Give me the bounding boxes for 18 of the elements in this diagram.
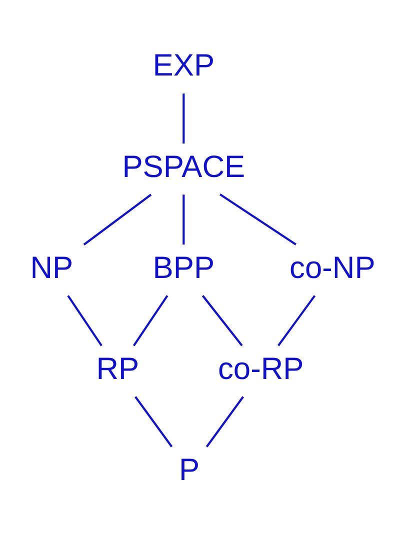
node-text: EXP: [152, 47, 215, 82]
connector: [182, 93, 185, 144]
node-text: RP: [96, 350, 140, 386]
connector: [182, 194, 185, 244]
connector: [134, 396, 173, 447]
connector: [83, 193, 152, 245]
node-text: co-RP: [218, 350, 304, 386]
node-text: BPP: [152, 249, 215, 284]
node-text: P: [178, 451, 200, 486]
connector: [278, 294, 316, 346]
node-text: PSPACE: [122, 148, 246, 184]
connector: [206, 396, 244, 447]
node-text: co-NP: [290, 249, 376, 284]
connector: [67, 294, 102, 346]
connector: [132, 294, 168, 346]
connector: [219, 193, 296, 245]
node-text: NP: [30, 249, 74, 284]
connector: [202, 294, 243, 346]
